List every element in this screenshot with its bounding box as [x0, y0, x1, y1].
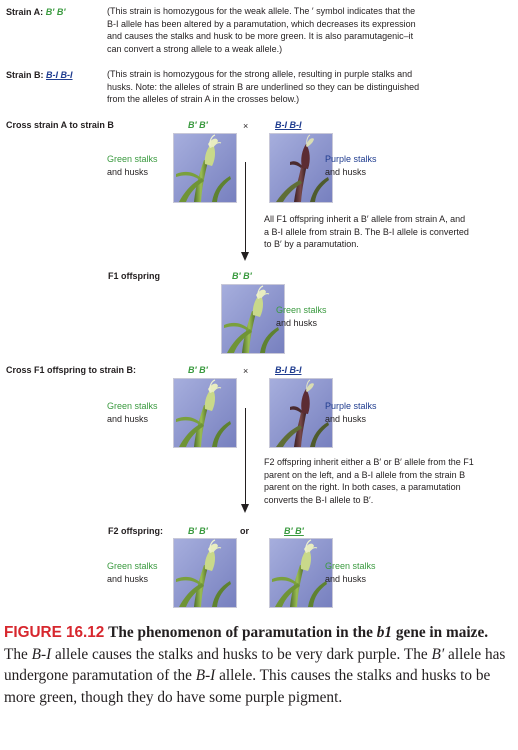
phenotype-color: Green stalks [107, 401, 158, 411]
maize-photo-purple [269, 378, 333, 448]
f2-label: F2 offspring: [108, 526, 163, 536]
figure-title: The phenomenon of paramutation in the b1… [108, 624, 488, 641]
cross1-note-line: to B′ by a paramutation. [264, 239, 359, 249]
cross2-label: Cross F1 offspring to strain B: [6, 365, 137, 375]
cross2-right-phenotype: Purple stalks and husks [325, 400, 377, 425]
f2-right-phenotype: Green stalks and husks [325, 560, 376, 585]
f2-right-genotype: B′ B′ [284, 526, 304, 536]
cross2-right-genotype: B-I B-I [275, 365, 302, 375]
cross2-note-line: parent on the left, and a B-I allele fro… [264, 469, 466, 480]
strain-a-desc-line: can convert a strong allele to a weak al… [107, 43, 283, 54]
allele-name: B′ [431, 645, 445, 663]
strain-a-label-group: Strain A: B′ B′ [6, 6, 66, 19]
f2-left-genotype: B′ B′ [188, 526, 208, 536]
strain-b-desc-line: (This strain is homozygous for the stron… [107, 69, 413, 79]
phenotype-color: Green stalks [276, 305, 327, 315]
maize-photo-purple [269, 133, 333, 203]
figure-caption: FIGURE 16.12 The phenomenon of paramutat… [4, 622, 514, 708]
cross1-left-genotype: B′ B′ [188, 120, 208, 130]
f1-genotype: B′ B′ [232, 271, 252, 281]
down-arrow-icon [241, 252, 249, 261]
caption-text: allele causes the stalks and husks to be… [55, 645, 428, 663]
f1-phenotype: Green stalks and husks [276, 304, 327, 329]
phenotype-color: Green stalks [107, 561, 158, 571]
figure-title-part: The phenomenon of paramutation in the [108, 624, 373, 641]
cross2-times: × [243, 366, 249, 376]
arrow-shaft [244, 408, 246, 506]
phenotype-part: and husks [325, 413, 367, 424]
cross2-left-phenotype: Green stalks and husks [107, 400, 158, 425]
cross1-times: × [243, 121, 249, 131]
caption-text: allele. This causes the stalks and husks… [4, 667, 491, 706]
cross1-note: All F1 offspring inherit a B′ allele fro… [264, 213, 514, 251]
strain-b-desc-line: from the alleles of strain A in the cros… [107, 94, 300, 104]
figure-label: FIGURE 16.12 [4, 624, 105, 641]
phenotype-color: Purple stalks [325, 401, 377, 411]
cross1-right-phenotype: Purple stalks and husks [325, 153, 377, 178]
strain-b-description: (This strain is homozygous for the stron… [107, 68, 512, 106]
maize-photo-green [173, 378, 237, 448]
strain-b-genotype: B-I B-I [46, 70, 73, 80]
arrow-shaft [244, 162, 246, 254]
strain-b-label: Strain B: [6, 70, 44, 80]
phenotype-color: Purple stalks [325, 154, 377, 164]
down-arrow-icon [241, 504, 249, 513]
phenotype-part: and husks [107, 166, 149, 177]
f2-or: or [240, 526, 249, 536]
strain-a-desc-line: (This strain is homozygous for the weak … [107, 6, 416, 16]
phenotype-color: Green stalks [107, 154, 158, 164]
strain-a-genotype: B′ B′ [45, 7, 66, 17]
strain-a-description: (This strain is homozygous for the weak … [107, 5, 512, 55]
f1-label: F1 offspring [108, 271, 160, 281]
strain-b-label-group: Strain B: B-I B-I [6, 69, 73, 82]
phenotype-part: and husks [276, 317, 318, 328]
phenotype-color: Green stalks [325, 561, 376, 571]
strain-a-label: Strain A: [6, 7, 44, 17]
phenotype-part: and husks [107, 573, 149, 584]
phenotype-part: and husks [325, 166, 367, 177]
strain-a-desc-line: B-I allele has been altered by a paramut… [107, 18, 416, 29]
caption-text: The [4, 645, 28, 663]
strain-b-desc-line: husks. Note: the alleles of strain B are… [107, 81, 420, 92]
cross1-note-line: a B-I allele from strain B. The B-I alle… [264, 226, 469, 237]
caption-text: allele has undergone paramutation of the [4, 645, 506, 685]
maize-photo-green [269, 538, 333, 608]
maize-photo-green [173, 133, 237, 203]
cross1-note-line: All F1 offspring inherit a B′ allele fro… [264, 214, 466, 224]
allele-name: B-I [195, 667, 216, 684]
strain-a-desc-line: and causes the stalks and husk to be mor… [107, 31, 414, 41]
cross1-right-genotype: B-I B-I [275, 120, 302, 130]
maize-photo-green [173, 538, 237, 608]
cross1-left-phenotype: Green stalks and husks [107, 153, 158, 178]
allele-name: B-I [31, 645, 52, 663]
maize-photo-green [221, 284, 285, 354]
figure-title-part: gene in maize. [395, 624, 489, 641]
cross2-left-genotype: B′ B′ [188, 365, 208, 375]
phenotype-part: and husks [325, 573, 367, 584]
cross2-note-line: parent on the right. In both cases, a pa… [264, 482, 461, 492]
cross2-note: F2 offspring inherit either a B′ or B′ a… [264, 456, 516, 506]
cross2-note-line: converts the B-I allele to B′. [264, 494, 374, 505]
gene-name: b1 [376, 624, 393, 641]
cross2-note-line: F2 offspring inherit either a B′ or B′ a… [264, 457, 474, 467]
f2-left-phenotype: Green stalks and husks [107, 560, 158, 585]
phenotype-part: and husks [107, 413, 149, 424]
cross1-label: Cross strain A to strain B [6, 120, 114, 130]
